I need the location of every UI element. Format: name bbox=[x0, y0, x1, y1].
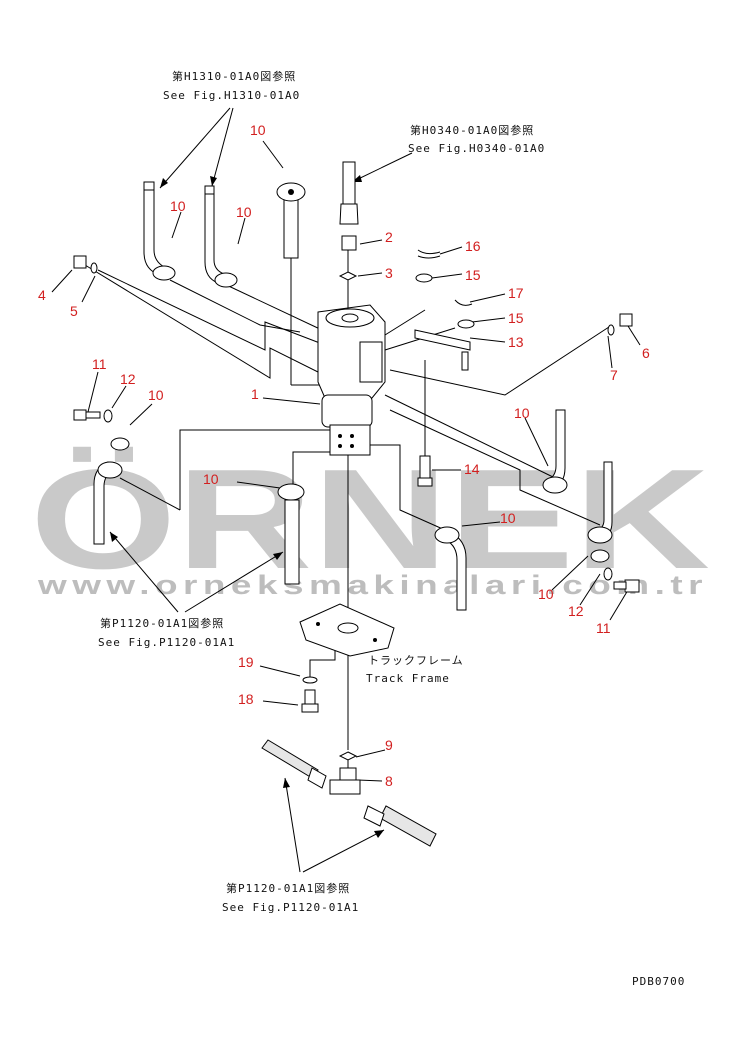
drawing-code: PDB0700 bbox=[632, 975, 685, 988]
callout-10-a: 10 bbox=[250, 122, 266, 138]
reference-notes: 第H1310-01A0図参照 See Fig.H1310-01A0 第H0340… bbox=[98, 69, 685, 988]
callout-numbers: 1 2 3 4 5 6 7 8 9 10 10 10 10 10 10 10 1… bbox=[38, 122, 650, 789]
callout-10-f: 10 bbox=[514, 405, 530, 421]
callout-12-left: 12 bbox=[120, 371, 136, 387]
callout-10-d: 10 bbox=[148, 387, 164, 403]
callout-1: 1 bbox=[251, 386, 259, 402]
callout-10-h: 10 bbox=[538, 586, 554, 602]
track-frame-en: Track Frame bbox=[366, 672, 450, 685]
callout-11-left: 11 bbox=[92, 356, 107, 372]
callout-3: 3 bbox=[385, 265, 393, 281]
callout-15-b: 15 bbox=[508, 310, 524, 326]
callout-4: 4 bbox=[38, 287, 46, 303]
ref-h1310-en: See Fig.H1310-01A0 bbox=[163, 89, 300, 102]
callout-5: 5 bbox=[70, 303, 78, 319]
watermark-brand: ÖRNEK bbox=[30, 440, 710, 599]
callout-14: 14 bbox=[464, 461, 480, 477]
callout-18: 18 bbox=[238, 691, 254, 707]
hoses bbox=[93, 161, 613, 847]
callout-13: 13 bbox=[508, 334, 524, 350]
ref-h0340-jp: 第H0340-01A0図参照 bbox=[410, 123, 534, 137]
ref-p1120-bot-en: See Fig.P1120-01A1 bbox=[222, 901, 359, 914]
flanges bbox=[97, 182, 613, 563]
callout-17: 17 bbox=[508, 285, 524, 301]
ref-h0340-en: See Fig.H0340-01A0 bbox=[408, 142, 545, 155]
callout-10-e: 10 bbox=[203, 471, 219, 487]
track-frame-jp: トラックフレーム bbox=[368, 654, 464, 667]
ref-h1310-jp: 第H1310-01A0図参照 bbox=[172, 69, 296, 83]
callout-19: 19 bbox=[238, 654, 254, 670]
callout-15-a: 15 bbox=[465, 267, 481, 283]
callout-7: 7 bbox=[610, 367, 618, 383]
small-parts bbox=[73, 235, 640, 795]
callout-6: 6 bbox=[642, 345, 650, 361]
callout-10-c: 10 bbox=[236, 204, 252, 220]
callout-10-g: 10 bbox=[500, 510, 516, 526]
leader-lines bbox=[51, 107, 641, 873]
callout-8: 8 bbox=[385, 773, 393, 789]
callout-9: 9 bbox=[385, 737, 393, 753]
ref-p1120-bot-jp: 第P1120-01A1図参照 bbox=[226, 881, 350, 895]
callout-16: 16 bbox=[465, 238, 481, 254]
swivel-joint bbox=[317, 304, 386, 456]
callout-12-right: 12 bbox=[568, 603, 584, 619]
callout-10-b: 10 bbox=[170, 198, 186, 214]
ref-p1120-mid-en: See Fig.P1120-01A1 bbox=[98, 636, 235, 649]
ref-p1120-mid-jp: 第P1120-01A1図参照 bbox=[100, 616, 224, 630]
callout-2: 2 bbox=[385, 229, 393, 245]
callout-11-right: 11 bbox=[596, 620, 611, 636]
